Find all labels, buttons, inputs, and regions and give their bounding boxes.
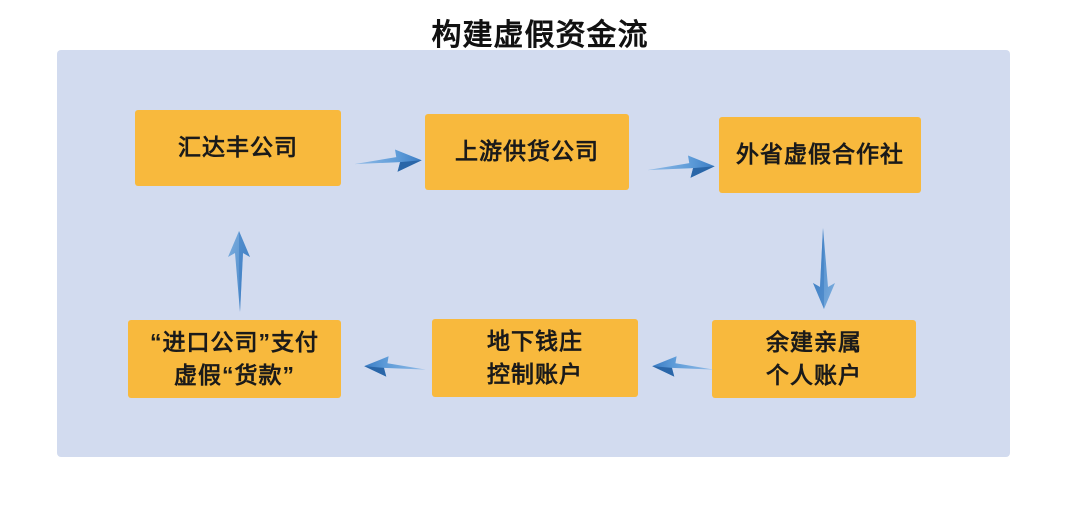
- node-underground-bank: 地下钱庄 控制账户: [432, 319, 638, 397]
- arrow-right-icon-huidafeng-to-supplier: [354, 149, 422, 172]
- node-relatives-accounts: 余建亲属 个人账户: [712, 320, 916, 398]
- node-label: 上游供货公司: [455, 138, 599, 165]
- diagram-title: 构建虚假资金流: [431, 19, 649, 52]
- node-label: 余建亲属: [766, 328, 862, 355]
- node-label: “进口公司”支付: [150, 328, 319, 355]
- arrow-left-icon-relatives-to-bank: [652, 356, 714, 377]
- node-out-province-fake-coop: 外省虚假合作社: [719, 117, 921, 193]
- node-import-company-payment: “进口公司”支付 虚假“货款”: [128, 320, 341, 398]
- node-label: 个人账户: [766, 362, 862, 388]
- arrow-up-icon-import-to-huidafeng: [228, 231, 250, 312]
- node-label: 外省虚假合作社: [736, 141, 904, 168]
- node-label: 地下钱庄: [487, 327, 583, 354]
- node-upstream-supplier: 上游供货公司: [425, 114, 629, 190]
- diagram-panel: 汇达丰公司 上游供货公司 外省虚假合作社 “进口公司”支付 虚假“货款” 地下钱…: [57, 50, 1010, 457]
- node-label: 汇达丰公司: [178, 134, 298, 161]
- arrow-down-icon-coop-to-relatives: [813, 228, 835, 309]
- node-huidafeng-company: 汇达丰公司: [135, 110, 341, 186]
- node-label: 虚假“货款”: [174, 362, 295, 388]
- arrow-right-icon-supplier-to-coop: [647, 155, 715, 178]
- node-label: 控制账户: [487, 361, 583, 387]
- arrow-left-icon-bank-to-import: [364, 356, 426, 377]
